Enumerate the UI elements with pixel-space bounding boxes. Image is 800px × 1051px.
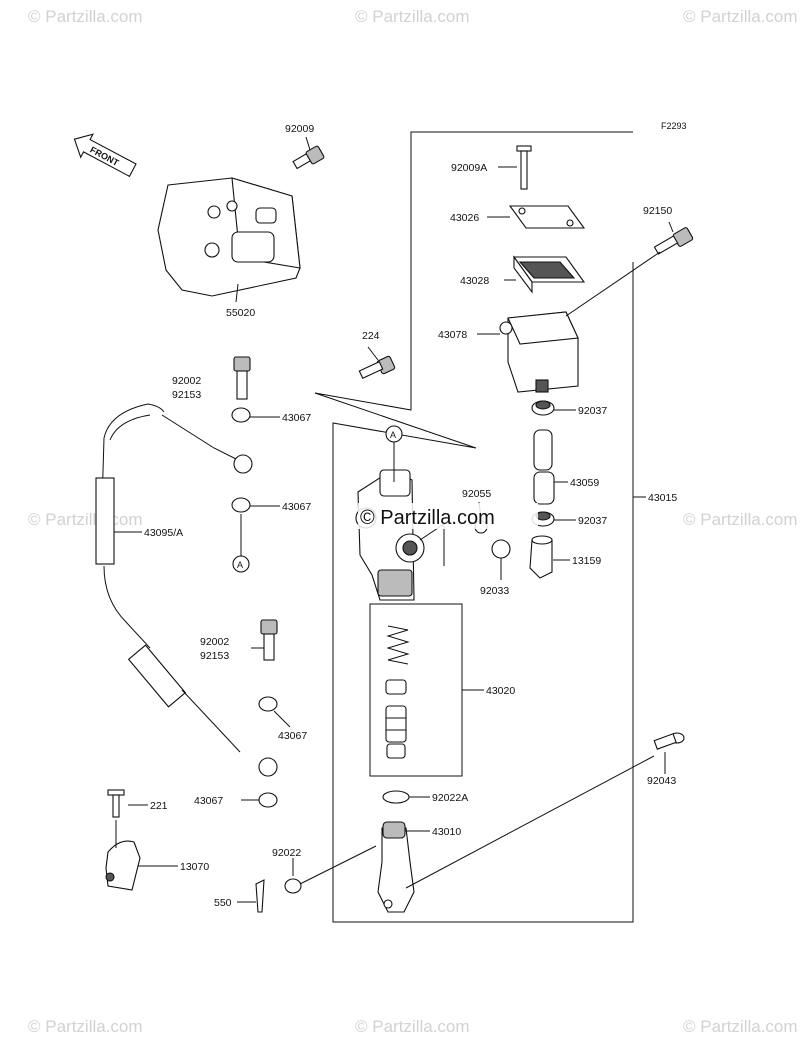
diaphragm bbox=[512, 255, 586, 294]
bolt-92009 bbox=[292, 145, 325, 170]
washer-43067-c bbox=[258, 696, 278, 712]
piston bbox=[385, 705, 407, 743]
label-92009: 92009 bbox=[285, 123, 314, 135]
bolt-92009a bbox=[516, 145, 532, 190]
watermark-mid-right: © Partzilla.com bbox=[683, 510, 798, 529]
washer-92022 bbox=[284, 878, 302, 894]
piston-spring bbox=[386, 625, 410, 665]
label-92153-upper: 92153 bbox=[172, 389, 201, 401]
bolt-224 bbox=[358, 355, 396, 380]
label-43095a: 43095/A bbox=[144, 527, 183, 539]
label-43067-b: 43067 bbox=[282, 501, 311, 513]
label-224: 224 bbox=[362, 330, 380, 342]
label-92022a: 92022A bbox=[432, 792, 468, 804]
callout-a-left: A bbox=[232, 514, 250, 573]
watermark-top-right: © Partzilla.com bbox=[683, 7, 798, 26]
label-43026: 43026 bbox=[450, 212, 479, 224]
label-43020: 43020 bbox=[486, 685, 515, 697]
label-221: 221 bbox=[150, 800, 168, 812]
hose bbox=[533, 429, 555, 505]
watermark-top-left: © Partzilla.com bbox=[28, 7, 143, 26]
label-92043: 92043 bbox=[647, 775, 676, 787]
front-arrow-icon: FRONT bbox=[73, 133, 137, 178]
reservoir-body bbox=[499, 311, 579, 393]
assembly-outline bbox=[314, 131, 634, 923]
label-92002-lower: 92002 bbox=[200, 636, 229, 648]
label-43059: 43059 bbox=[570, 477, 599, 489]
washer-43067-b bbox=[231, 497, 251, 513]
bolt-92150 bbox=[653, 227, 694, 255]
label-92037-upper: 92037 bbox=[578, 405, 607, 417]
screw-221 bbox=[107, 789, 125, 818]
label-92150: 92150 bbox=[643, 205, 672, 217]
label-92002-upper: 92002 bbox=[172, 375, 201, 387]
label-43078: 43078 bbox=[438, 329, 467, 341]
label-43028: 43028 bbox=[460, 275, 489, 287]
watermark-center-backdrop bbox=[358, 503, 538, 529]
label-92009a: 92009A bbox=[451, 162, 487, 174]
label-13070: 13070 bbox=[180, 861, 209, 873]
label-43010: 43010 bbox=[432, 826, 461, 838]
cotter-pin bbox=[255, 879, 265, 913]
master-cylinder-body bbox=[355, 469, 425, 601]
label-55020: 55020 bbox=[226, 307, 255, 319]
label-550: 550 bbox=[214, 897, 232, 909]
clevis-pin bbox=[653, 732, 685, 750]
circlip bbox=[491, 539, 511, 559]
label-92037-lower: 92037 bbox=[578, 515, 607, 527]
hose-clamp-13070 bbox=[105, 840, 141, 891]
guard-plate bbox=[157, 177, 301, 303]
brake-hose bbox=[95, 403, 278, 777]
callout-a-left-label: A bbox=[237, 560, 243, 570]
part-labels: 92009 55020 224 92002 92153 43067 43067 … bbox=[144, 123, 677, 909]
callout-a-right-label: A bbox=[390, 430, 396, 440]
washer-43067-d bbox=[258, 792, 278, 808]
label-92022: 92022 bbox=[272, 847, 301, 859]
hose-elbow bbox=[529, 535, 553, 579]
banjo-bolt-upper bbox=[233, 356, 251, 400]
label-43067-c: 43067 bbox=[278, 730, 307, 742]
label-43067-a: 43067 bbox=[282, 412, 311, 424]
washer-43067-a bbox=[231, 407, 251, 423]
label-92033: 92033 bbox=[480, 585, 509, 597]
watermark-bottom-right: © Partzilla.com bbox=[683, 1017, 798, 1036]
piston-seal bbox=[386, 743, 406, 759]
watermark-bottom-center: © Partzilla.com bbox=[355, 1017, 470, 1036]
label-92153-lower: 92153 bbox=[200, 650, 229, 662]
hose-clamp-upper bbox=[531, 400, 555, 416]
push-rod bbox=[377, 821, 415, 913]
reservoir-cap bbox=[508, 205, 586, 229]
watermark-bottom-left: © Partzilla.com bbox=[28, 1017, 143, 1036]
watermarks: © Partzilla.com © Partzilla.com © Partzi… bbox=[28, 7, 798, 1036]
label-92055: 92055 bbox=[462, 488, 491, 500]
banjo-bolt-lower bbox=[260, 619, 278, 661]
label-43015: 43015 bbox=[648, 492, 677, 504]
callout-a-right: A bbox=[385, 425, 403, 482]
watermark-top-center: © Partzilla.com bbox=[355, 7, 470, 26]
circlip-92022a bbox=[382, 790, 410, 804]
label-43067-d: 43067 bbox=[194, 795, 223, 807]
watermark-center: © Partzilla.com bbox=[360, 507, 495, 529]
label-13159: 13159 bbox=[572, 555, 601, 567]
piston-cup bbox=[385, 679, 407, 695]
watermark-mid-left: © Partzilla.com bbox=[28, 510, 143, 529]
piston-kit-outline bbox=[369, 603, 463, 777]
diagram-code: F2293 bbox=[661, 121, 687, 131]
